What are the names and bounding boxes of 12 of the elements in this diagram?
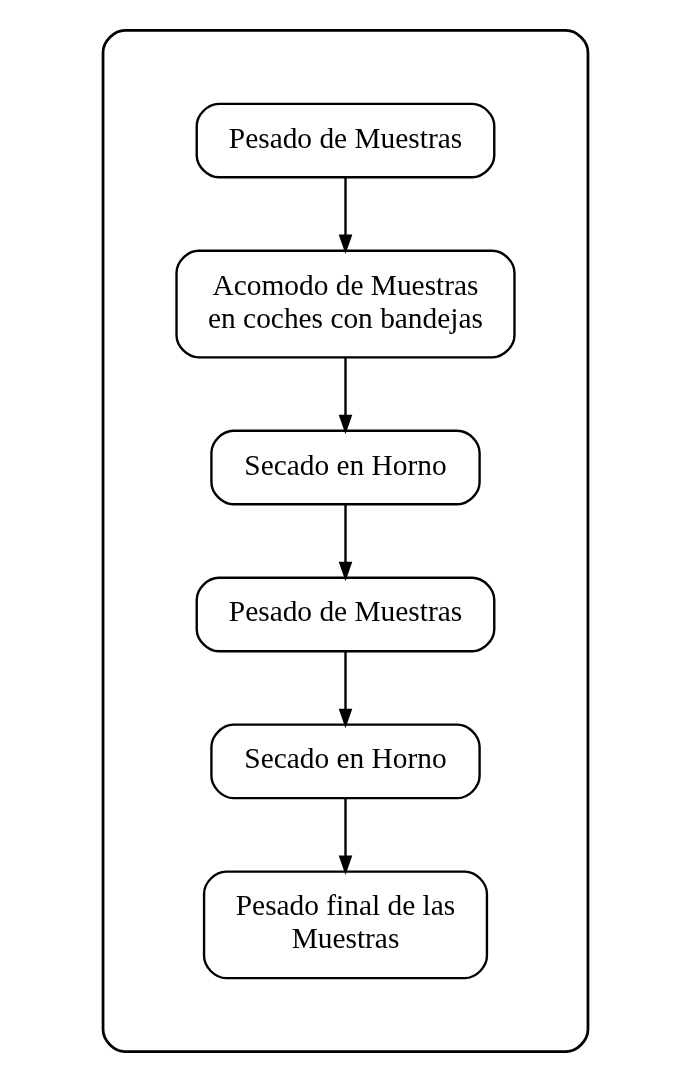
- node-box: Secado en Horno: [209, 429, 481, 506]
- arrow: [338, 504, 352, 582]
- node-box: Pesado final de las Muestras: [202, 870, 488, 980]
- node-box: Pesado de Muestras: [195, 576, 495, 653]
- node-box: Pesado de Muestras: [195, 102, 495, 179]
- node-box: Secado en Horno: [209, 723, 481, 800]
- arrow: [338, 357, 352, 435]
- arrow: [338, 177, 352, 255]
- arrow: [338, 798, 352, 875]
- cluster: [101, 29, 589, 1053]
- arrow: [338, 651, 352, 729]
- node-box: Acomodo de Muestras en coches con bandejas: [174, 249, 516, 359]
